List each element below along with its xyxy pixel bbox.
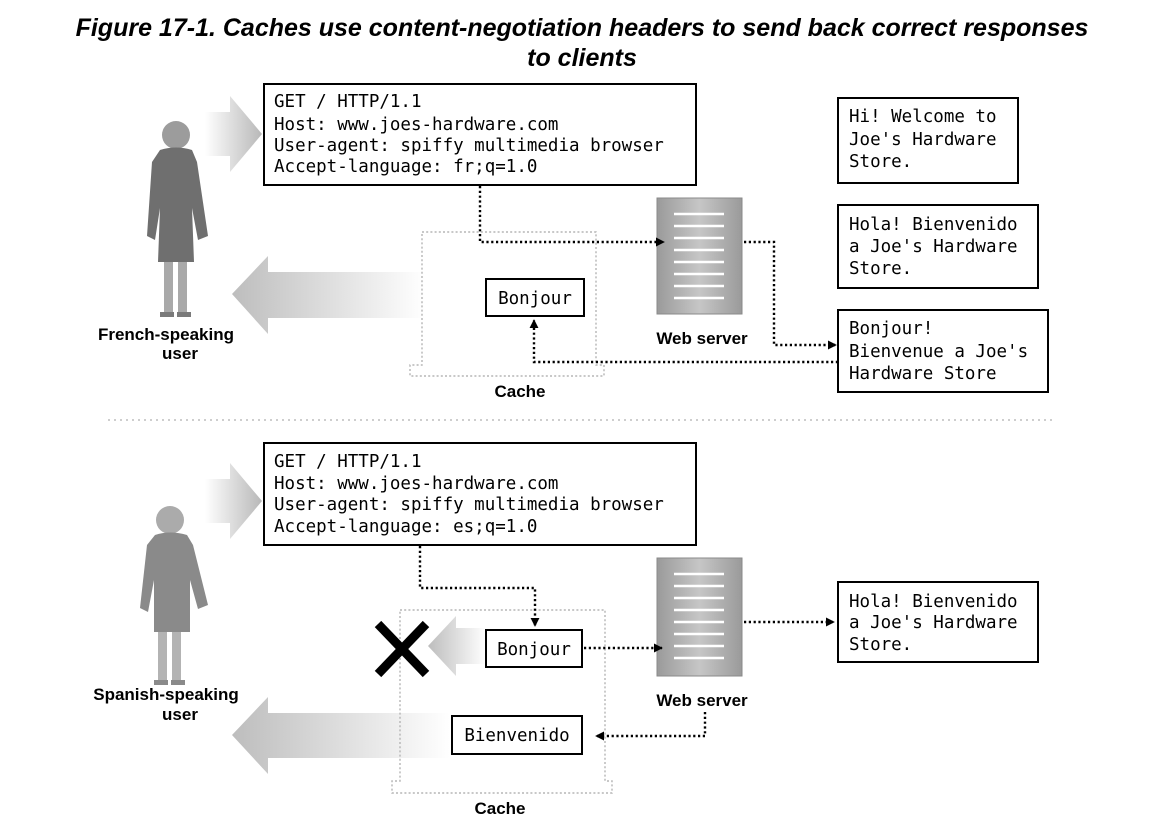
page-french xyxy=(837,309,1049,393)
rejected-response-arrow xyxy=(428,616,486,676)
page-to-cache-flow xyxy=(529,319,838,364)
person-icon xyxy=(147,121,208,317)
server-to-page-flow xyxy=(744,240,837,350)
request-arrow xyxy=(205,96,262,172)
page-line: Hardware Store xyxy=(849,364,997,384)
page-line: Hola! Bienvenido xyxy=(849,592,1018,612)
request-line: GET / HTTP/1.1 xyxy=(274,452,422,472)
cache-entry-new xyxy=(451,715,583,755)
user-label-line-2: user xyxy=(162,344,198,363)
page-line: Bienvenue a Joe's xyxy=(849,342,1028,362)
user-label-line-2: user xyxy=(162,705,198,724)
page-line: Store. xyxy=(849,635,912,655)
page-line: Store. xyxy=(849,152,912,172)
request-line: Host: www.joes-hardware.com xyxy=(274,474,558,494)
bottom-scenario: Spanish-speaking user GET / HTTP/1.1 Hos… xyxy=(93,442,1039,818)
response-arrow xyxy=(232,256,425,334)
server-label: Web server xyxy=(656,691,748,710)
cache-entry xyxy=(485,278,585,317)
server-icon xyxy=(656,197,743,315)
server-to-cache-flow xyxy=(595,712,707,741)
request-line: Accept-language: fr;q=1.0 xyxy=(274,157,537,177)
server-icon xyxy=(656,557,743,677)
page-spanish xyxy=(837,581,1039,663)
figure-title-line-2: to clients xyxy=(527,44,637,72)
page-english xyxy=(837,97,1019,184)
top-scenario: French-speaking user GET / HTTP/1.1 Host… xyxy=(98,83,1049,401)
request-to-cache-flow xyxy=(418,546,540,627)
request-box xyxy=(263,83,697,186)
user-label-line-1: Spanish-speaking xyxy=(93,685,238,704)
user-label-line-1: French-speaking xyxy=(98,325,234,344)
cache-label: Cache xyxy=(474,799,525,818)
request-line: Host: www.joes-hardware.com xyxy=(274,115,558,135)
request-line: Accept-language: es;q=1.0 xyxy=(274,517,537,537)
cache-entry-label: Bonjour xyxy=(498,289,572,309)
figure-title-line-1: Figure 17-1. Caches use content-negotiat… xyxy=(76,14,1089,42)
response-arrow xyxy=(232,697,450,774)
request-line: GET / HTTP/1.1 xyxy=(274,92,422,112)
page-line: Hola! Bienvenido xyxy=(849,215,1018,235)
cache-outline xyxy=(391,609,613,794)
request-to-server-flow xyxy=(478,186,665,247)
page-line: Joe's Hardware xyxy=(849,130,997,150)
server-label: Web server xyxy=(656,329,748,348)
cache-entry-label: Bienvenido xyxy=(464,726,569,746)
request-arrow xyxy=(205,463,262,539)
cache-outline xyxy=(409,231,605,377)
request-box xyxy=(263,442,697,546)
cache-label: Cache xyxy=(494,382,545,401)
request-line: User-agent: spiffy multimedia browser xyxy=(274,495,664,515)
person-icon xyxy=(140,506,208,685)
page-line: a Joe's Hardware xyxy=(849,237,1018,257)
page-line: a Joe's Hardware xyxy=(849,613,1018,633)
page-spanish xyxy=(837,204,1039,289)
page-line: Store. xyxy=(849,259,912,279)
cache-entry-label: Bonjour xyxy=(497,640,571,660)
x-mark-icon xyxy=(374,620,430,678)
cache-entry-rejected xyxy=(485,629,583,668)
page-line: Hi! Welcome to xyxy=(849,107,997,127)
request-line: User-agent: spiffy multimedia browser xyxy=(274,136,664,156)
page-line: Bonjour! xyxy=(849,319,933,339)
